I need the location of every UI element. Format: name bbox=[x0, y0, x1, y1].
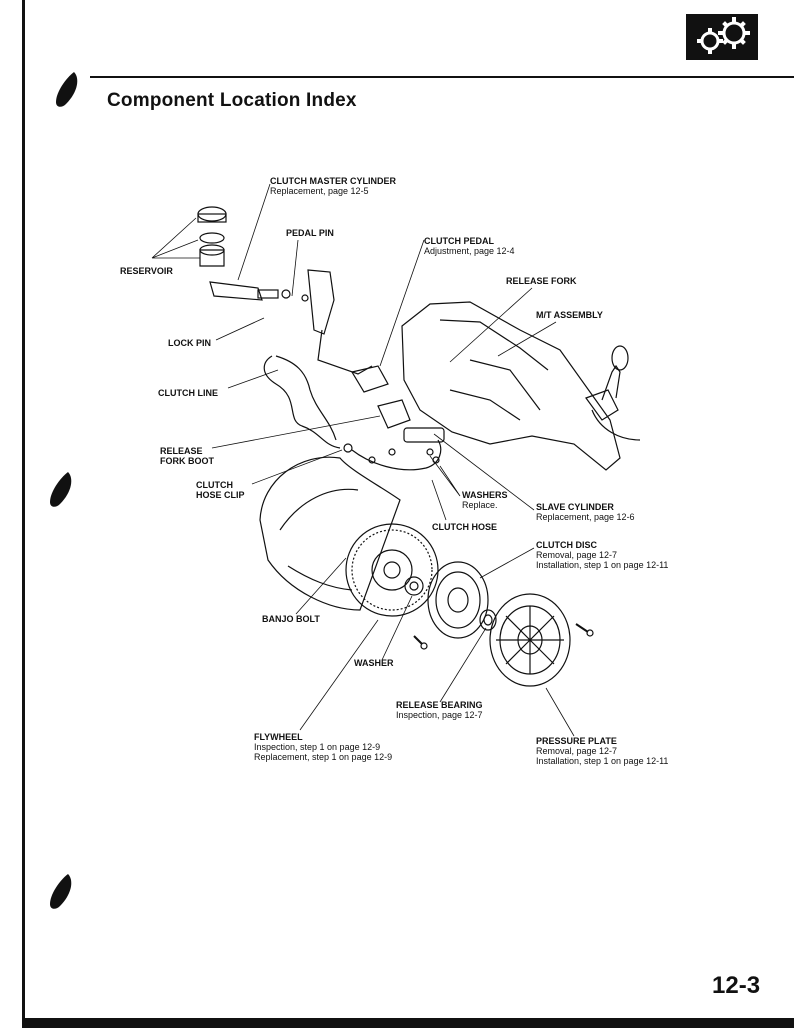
leader-line bbox=[479, 547, 535, 579]
margin-bullet-icon bbox=[52, 70, 82, 110]
label-pedal-pin: PEDAL PIN bbox=[286, 228, 334, 238]
label-washers: WASHERS Replace. bbox=[462, 490, 508, 510]
label-clutch-master-cylinder: CLUTCH MASTER CYLINDER Replacement, page… bbox=[270, 176, 396, 196]
clutch-hose-tube bbox=[351, 439, 442, 471]
gear-pair-icon bbox=[686, 14, 758, 60]
clutch-pedal-pad bbox=[351, 365, 389, 393]
left-margin-rule bbox=[22, 0, 25, 1018]
label-washer: WASHER bbox=[354, 658, 394, 668]
release-fork-boot bbox=[377, 399, 411, 429]
label-clutch-hose-clip: CLUTCH HOSE CLIP bbox=[196, 480, 245, 500]
label-slave-cylinder: SLAVE CYLINDER Replacement, page 12-6 bbox=[536, 502, 635, 522]
label-pressure-plate: PRESSURE PLATE Removal, page 12-7 Instal… bbox=[536, 736, 669, 766]
leader-line bbox=[251, 449, 343, 485]
leader-line bbox=[299, 619, 379, 731]
leader-line bbox=[379, 239, 425, 367]
reservoir-seal bbox=[199, 232, 225, 244]
leader-line bbox=[497, 321, 557, 357]
leader-line bbox=[215, 317, 265, 341]
leader-line bbox=[211, 415, 381, 449]
label-banjo-bolt: BANJO BOLT bbox=[262, 614, 320, 624]
pedal-bracket bbox=[307, 269, 335, 335]
leader-line bbox=[151, 217, 200, 259]
bottom-rule bbox=[22, 1018, 794, 1028]
label-lock-pin: LOCK PIN bbox=[168, 338, 212, 348]
leader-line bbox=[545, 687, 575, 737]
shift-knob bbox=[611, 345, 629, 371]
leader-line bbox=[295, 557, 347, 615]
leader-line bbox=[429, 455, 461, 497]
label-clutch-disc: CLUTCH DISC Removal, page 12-7 Installat… bbox=[536, 540, 669, 570]
flywheel-ring bbox=[345, 523, 439, 617]
leader-line bbox=[237, 183, 271, 281]
master-cylinder-body bbox=[209, 281, 263, 301]
page-number: 12-3 bbox=[712, 972, 761, 999]
label-flywheel: FLYWHEEL Inspection, step 1 on page 12-9… bbox=[254, 732, 393, 762]
label-release-bearing: RELEASE BEARING Inspection, page 12-7 bbox=[396, 700, 483, 720]
page-title: Component Location Index bbox=[107, 90, 357, 111]
clutch-line-tube bbox=[263, 355, 341, 449]
leader-line bbox=[433, 433, 535, 511]
clutch-pedal-arm bbox=[317, 329, 373, 375]
label-clutch-pedal: CLUTCH PEDAL Adjustment, page 12-4 bbox=[424, 236, 515, 256]
clutch-disc-plate bbox=[427, 561, 489, 639]
pressure-plate-cover bbox=[489, 593, 571, 687]
label-mt-assembly: M/T ASSEMBLY bbox=[536, 310, 603, 320]
master-cylinder-rod bbox=[257, 289, 279, 299]
margin-bullet-icon bbox=[46, 872, 76, 912]
label-release-fork-boot: RELEASE FORK BOOT bbox=[160, 446, 214, 466]
margin-bullet-icon bbox=[46, 470, 76, 510]
slave-cylinder-body bbox=[403, 427, 445, 443]
leader-line bbox=[439, 627, 487, 703]
leader-line bbox=[431, 479, 447, 521]
leader-line bbox=[381, 595, 413, 661]
leader-line bbox=[291, 239, 299, 297]
release-bearing-ring bbox=[479, 609, 497, 631]
header-rule bbox=[90, 76, 794, 78]
reservoir-body bbox=[199, 249, 225, 267]
label-clutch-line: CLUTCH LINE bbox=[158, 388, 218, 398]
label-clutch-hose: CLUTCH HOSE bbox=[432, 522, 497, 532]
leader-line bbox=[227, 369, 279, 389]
label-reservoir: RESERVOIR bbox=[120, 266, 173, 276]
bell-housing bbox=[259, 456, 401, 611]
flywheel-washer bbox=[404, 576, 424, 596]
mt-assembly-housing bbox=[401, 301, 621, 471]
reservoir-cap-body bbox=[197, 213, 227, 223]
label-release-fork: RELEASE FORK bbox=[506, 276, 577, 286]
leader-line bbox=[449, 287, 533, 363]
shift-lever bbox=[601, 364, 621, 401]
